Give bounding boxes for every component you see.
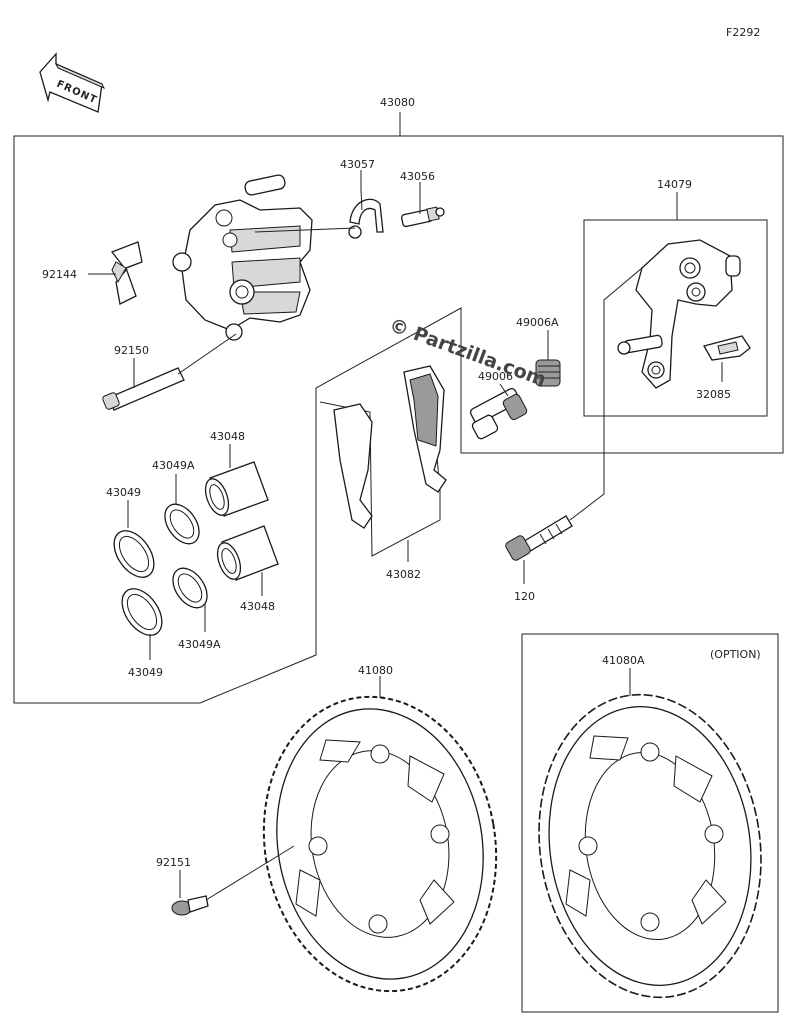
bracket-box [583, 219, 768, 417]
figure-code: F2292 [726, 26, 760, 39]
seal-lower-43049 [121, 588, 163, 636]
seal-a-lower-43049A [172, 567, 208, 609]
bolt-120 [505, 515, 573, 561]
part-label-43057: 43057 [340, 158, 375, 171]
option-label: (OPTION) [710, 648, 761, 661]
part-label-43082: 43082 [386, 568, 421, 581]
caliper-body [172, 174, 313, 341]
part-label-43049-upper: 43049 [106, 486, 141, 499]
part-label-14079: 14079 [657, 178, 692, 191]
disc-bolt-92151 [171, 895, 209, 916]
piston-upper-43048 [204, 461, 269, 517]
part-label-41080: 41080 [358, 664, 393, 677]
pad-assembly-43082 [319, 365, 447, 557]
caliper-assembly-outline [13, 112, 784, 704]
disc-41080 [262, 695, 498, 993]
part-label-120: 120 [514, 590, 535, 603]
part-label-43080: 43080 [380, 96, 415, 109]
part-label-49006A: 49006A [516, 316, 559, 329]
part-label-92144: 92144 [42, 268, 77, 281]
bracket-14079 [617, 239, 741, 389]
part-label-43049A-upper: 43049A [152, 459, 195, 472]
cap-43057 [348, 198, 384, 239]
part-label-49006: 49006 [478, 370, 513, 383]
part-label-41080A: 41080A [602, 654, 645, 667]
option-box [521, 633, 779, 1013]
piston-lower-43048 [216, 525, 279, 581]
front-arrow-icon: FRONT [39, 52, 106, 113]
seal-upper-43049 [113, 530, 155, 578]
pin-92150 [102, 367, 185, 411]
part-label-43056: 43056 [400, 170, 435, 183]
part-label-32085: 32085 [696, 388, 731, 401]
part-label-92151: 92151 [156, 856, 191, 869]
seal-a-upper-43049A [164, 503, 200, 545]
part-label-43049-lower: 43049 [128, 666, 163, 679]
part-label-43048-lower: 43048 [240, 600, 275, 613]
seal-49006 [469, 387, 528, 440]
clip-92144 [110, 241, 143, 305]
bleeder-43056 [400, 206, 445, 228]
part-label-92150: 92150 [114, 344, 149, 357]
disc-option-41080A [538, 693, 762, 999]
part-label-43048-upper: 43048 [210, 430, 245, 443]
spring-32085 [703, 335, 751, 361]
part-label-43049A-lower: 43049A [178, 638, 221, 651]
